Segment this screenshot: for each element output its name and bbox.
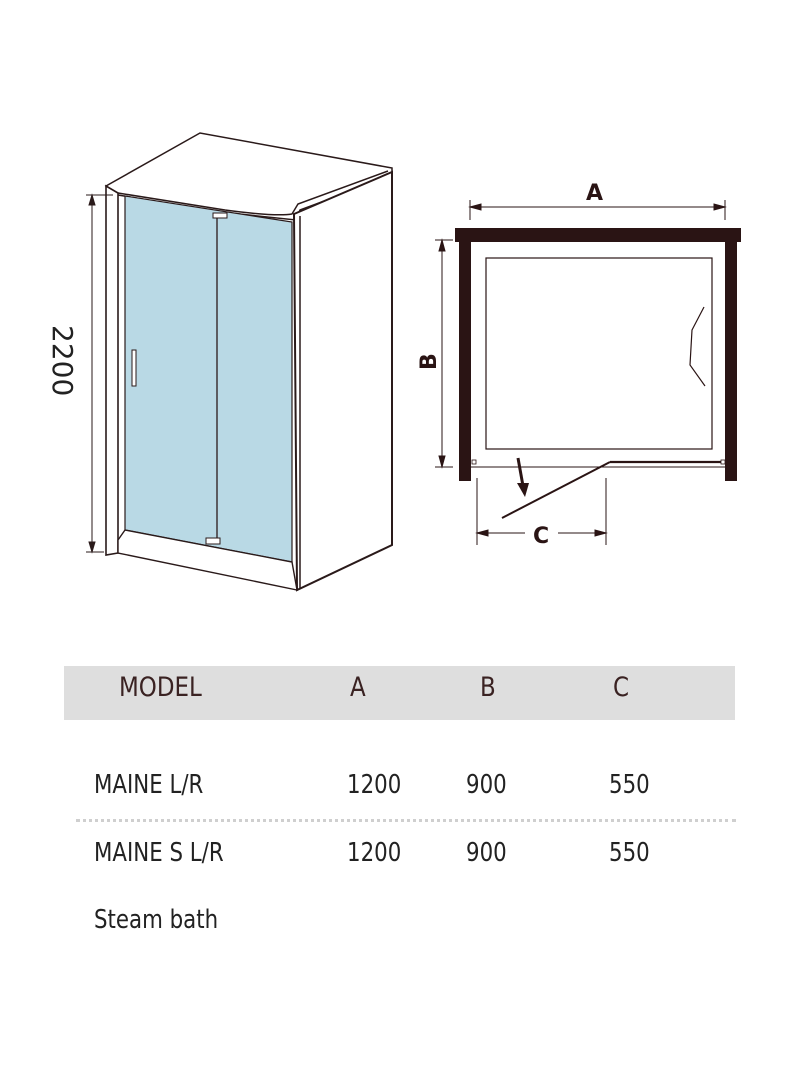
shower-tray	[117, 529, 298, 591]
shower-tray-outline	[485, 257, 713, 450]
enclosure-3d-drawing: 2200	[46, 132, 393, 592]
right-wall	[725, 242, 737, 481]
header-c: C	[613, 672, 630, 703]
label-c: C	[533, 524, 549, 549]
dimension-c	[475, 478, 608, 545]
label-a: A	[586, 181, 603, 206]
dimension-a	[468, 200, 727, 220]
row-b: 900	[466, 838, 507, 868]
height-label: 2200	[46, 325, 79, 396]
drain-icon	[689, 306, 706, 387]
swing-door	[501, 461, 611, 519]
glass-door	[124, 195, 293, 563]
table-note: Steam bath	[94, 905, 219, 935]
label-b: B	[417, 353, 442, 370]
left-wall	[459, 242, 471, 481]
plan-view-drawing: A B C	[417, 181, 741, 549]
header-b: B	[480, 672, 496, 703]
row-model: MAINE S L/R	[94, 838, 224, 868]
header-model: MODEL	[119, 672, 202, 703]
front-left-post	[105, 184, 119, 556]
row-divider	[76, 819, 736, 822]
hinge-bottom	[205, 537, 221, 545]
height-dimension	[86, 193, 113, 554]
row-c: 550	[609, 838, 650, 868]
dimension-b	[435, 238, 453, 469]
table-header-bar	[64, 666, 735, 720]
row-c: 550	[609, 770, 650, 800]
row-a: 1200	[347, 838, 402, 868]
header-a: A	[350, 672, 366, 703]
row-b: 900	[466, 770, 507, 800]
door-handle	[131, 349, 137, 387]
row-model: MAINE L/R	[94, 770, 204, 800]
hinge-top	[212, 212, 228, 219]
door-swing-arrow-icon	[516, 457, 529, 497]
enclosure-side-panel	[292, 170, 393, 592]
back-wall	[455, 228, 741, 242]
row-a: 1200	[347, 770, 402, 800]
